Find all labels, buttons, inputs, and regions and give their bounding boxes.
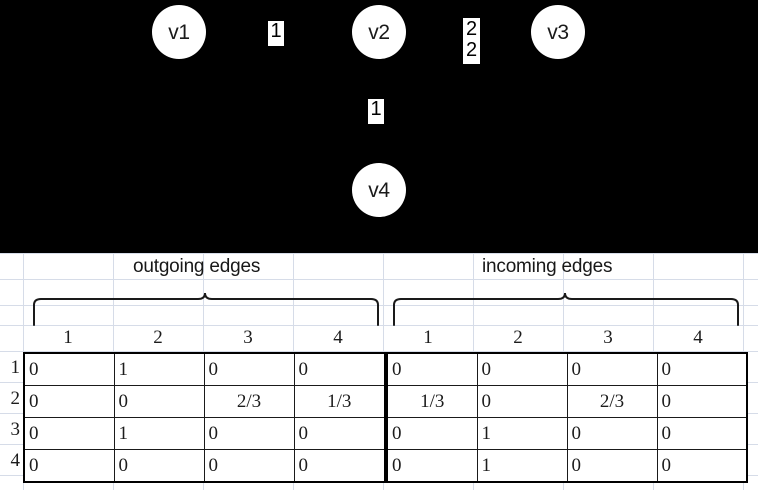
cell-in-4-2[interactable]: 1 (476, 449, 568, 483)
table-row: 0 1 0 0 (386, 449, 748, 483)
cell-in-2-1[interactable]: 1/3 (386, 385, 478, 418)
table-row: 1/3 0 2/3 0 (386, 385, 748, 418)
row-header-3: 3 (10, 419, 21, 440)
cell-in-1-2[interactable]: 0 (476, 352, 568, 386)
graph-node-v3-label: v3 (547, 20, 569, 44)
cell-out-1-2[interactable]: 1 (113, 352, 205, 386)
cell-in-4-4[interactable]: 0 (656, 449, 748, 483)
cell-in-3-3[interactable]: 0 (566, 417, 658, 450)
cell-out-2-1[interactable]: 0 (23, 385, 115, 418)
cell-out-4-1[interactable]: 0 (23, 449, 115, 483)
cell-out-4-4[interactable]: 0 (293, 449, 386, 483)
graph-node-v1-label: v1 (168, 20, 190, 44)
row-header-2: 2 (10, 388, 21, 409)
spreadsheet-panel: outgoing edges incoming edges 1 2 3 4 1 … (0, 253, 758, 490)
column-header-incoming-2: 2 (513, 327, 523, 348)
table-row: 0 0 2/3 1/3 (23, 385, 386, 418)
group-title-outgoing-edges: outgoing edges (133, 256, 261, 277)
cell-in-2-2[interactable]: 0 (476, 385, 568, 418)
row-header-1: 1 (10, 357, 21, 378)
graph-diagram-panel: v1 v2 v3 v4 1 2 2 1 (0, 0, 758, 253)
cell-in-3-1[interactable]: 0 (386, 417, 478, 450)
cell-out-1-4[interactable]: 0 (293, 352, 386, 386)
cell-out-2-2[interactable]: 0 (113, 385, 205, 418)
cell-in-3-2[interactable]: 1 (476, 417, 568, 450)
graph-node-v4-label: v4 (368, 178, 390, 202)
cell-in-1-4[interactable]: 0 (656, 352, 748, 386)
cell-out-1-3[interactable]: 0 (203, 352, 295, 386)
table-row: 0 1 0 0 (386, 417, 748, 450)
graph-node-v2-label: v2 (368, 20, 390, 44)
edge-weight-label-v2-v3: 2 2 (463, 18, 480, 64)
graph-node-v2[interactable]: v2 (352, 5, 406, 59)
table-row: 0 1 0 0 (23, 417, 386, 450)
graph-node-v4[interactable]: v4 (352, 163, 406, 217)
cell-in-4-1[interactable]: 0 (386, 449, 478, 483)
cell-in-1-1[interactable]: 0 (386, 352, 478, 386)
cell-in-2-3[interactable]: 2/3 (566, 385, 658, 418)
cell-out-4-3[interactable]: 0 (203, 449, 295, 483)
incoming-edges-matrix: 0 0 0 0 1/3 0 2/3 0 0 1 0 0 0 1 0 0 (386, 352, 748, 483)
column-header-outgoing-1: 1 (63, 327, 73, 348)
cell-in-1-3[interactable]: 0 (566, 352, 658, 386)
cell-out-2-3[interactable]: 2/3 (203, 385, 295, 418)
cell-out-1-1[interactable]: 0 (23, 352, 115, 386)
cell-in-2-4[interactable]: 0 (656, 385, 748, 418)
column-header-incoming-3: 3 (603, 327, 613, 348)
cell-out-3-1[interactable]: 0 (23, 417, 115, 450)
cell-out-4-2[interactable]: 0 (113, 449, 205, 483)
edge-weight-label-v2-v4: 1 (368, 99, 384, 124)
graph-node-v1[interactable]: v1 (152, 5, 206, 59)
cell-out-3-2[interactable]: 1 (113, 417, 205, 450)
column-header-incoming-4: 4 (693, 327, 703, 348)
column-header-outgoing-2: 2 (153, 327, 163, 348)
table-row: 0 0 0 0 (386, 352, 748, 386)
edge-weight-label-v1-v2: 1 (268, 21, 284, 46)
table-row: 0 0 0 0 (23, 449, 386, 483)
table-row: 0 1 0 0 (23, 352, 386, 386)
row-header-4: 4 (10, 450, 21, 471)
column-header-outgoing-3: 3 (243, 327, 253, 348)
cell-out-3-3[interactable]: 0 (203, 417, 295, 450)
column-header-incoming-1: 1 (423, 327, 433, 348)
outgoing-edges-matrix: 0 1 0 0 0 0 2/3 1/3 0 1 0 0 0 0 0 0 (23, 352, 386, 483)
graph-node-v3[interactable]: v3 (531, 5, 585, 59)
brace-incoming-edges (393, 292, 739, 326)
cell-in-4-3[interactable]: 0 (566, 449, 658, 483)
cell-in-3-4[interactable]: 0 (656, 417, 748, 450)
brace-outgoing-edges (33, 292, 379, 326)
group-title-incoming-edges: incoming edges (482, 256, 613, 277)
column-header-outgoing-4: 4 (333, 327, 343, 348)
cell-out-3-4[interactable]: 0 (293, 417, 386, 450)
cell-out-2-4[interactable]: 1/3 (293, 385, 386, 418)
